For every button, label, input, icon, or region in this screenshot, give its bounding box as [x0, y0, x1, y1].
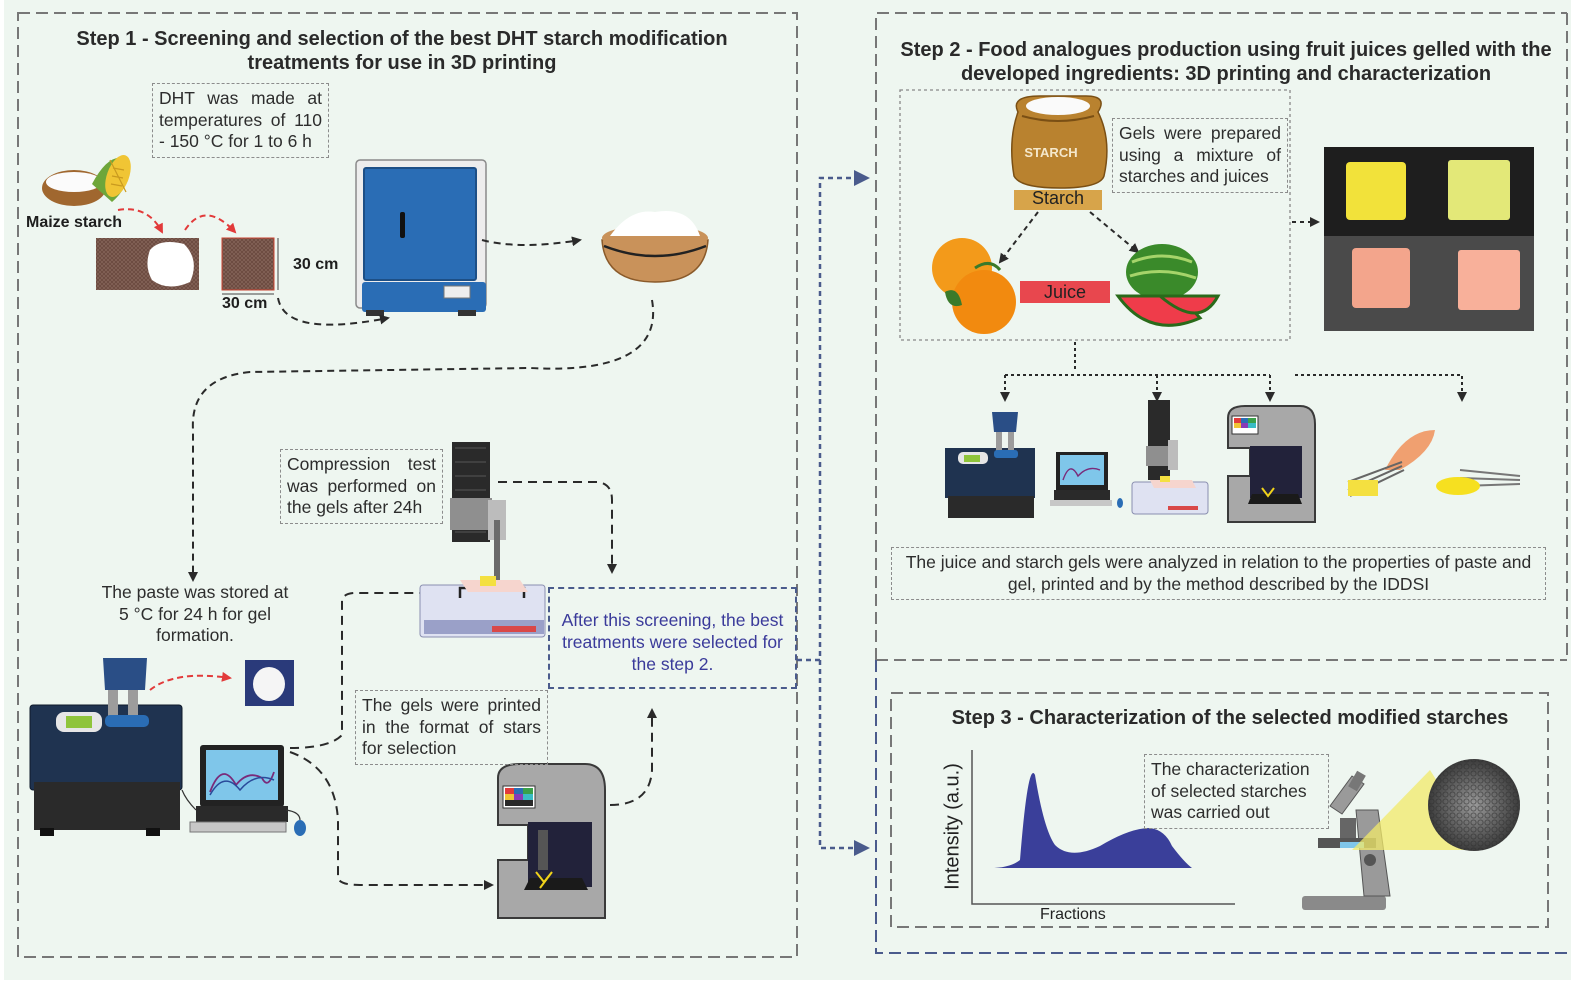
maize-starch-label: Maize starch: [26, 214, 123, 231]
starch-label: Starch: [1031, 188, 1085, 208]
starch-bowl-icon: [601, 211, 709, 283]
step3-frame: [890, 692, 1549, 928]
chart-ylabel: Intensity (a.u.): [941, 763, 964, 890]
step2-frame: [875, 12, 1568, 661]
texture-analyzer-icon: [419, 442, 546, 638]
analysis-note: The juice and starch gels were analyzed …: [891, 547, 1546, 600]
chart-area: [990, 773, 1192, 868]
printed-note: The gels were printed in the format of s…: [355, 690, 548, 765]
characterization-note: The characterization of selected starche…: [1144, 754, 1329, 829]
gel-cylinder-sample: [245, 660, 294, 706]
step2-3-outer-frame: [875, 660, 1567, 954]
dimension-height-label: 30 cm: [293, 256, 339, 273]
paste-note: The paste was stored at 5 °C for 24 h fo…: [101, 582, 289, 645]
step1-frame: [17, 12, 798, 958]
computer-small-icon: [1050, 452, 1123, 508]
gels-note: Gels were prepared using a mixture of st…: [1112, 118, 1288, 193]
texture-analyzer-small-icon: [1131, 400, 1209, 515]
fork-spoon-icon: [1347, 430, 1521, 497]
rheometer-icon: [29, 658, 183, 836]
gel-cubes-photo: [1324, 147, 1534, 331]
rheometer-small-icon: [945, 412, 1035, 518]
orange-icon: [932, 238, 1016, 334]
starch-bag-text: STARCH: [1024, 145, 1077, 160]
3d-printer-icon: [497, 763, 606, 919]
chart-xlabel: Fractions: [1040, 906, 1106, 923]
maize-icon: [42, 154, 131, 206]
step2-title: Step 2 - Food analogues production using…: [900, 39, 1552, 85]
3d-printer-small-icon: [1227, 405, 1316, 523]
step1-title: Step 1 - Screening and selection of the …: [76, 28, 728, 74]
step3-title: Step 3 - Characterization of the selecte…: [951, 707, 1509, 729]
watermelon-icon: [1115, 244, 1221, 327]
oven-icon: [355, 159, 487, 316]
step2-juice-panel: [899, 89, 1291, 341]
juice-label: Juice: [1043, 282, 1087, 302]
computer-icon: [181, 745, 306, 836]
starch-mesh-tray: [96, 237, 275, 291]
dimension-width-label: 30 cm: [222, 295, 268, 312]
selection-note: After this screening, the best treatment…: [548, 587, 797, 689]
compression-note: Compression test was performed on the ge…: [280, 449, 443, 524]
juice-label-bar: [1020, 281, 1110, 303]
chart-axes: [971, 750, 1235, 905]
microscope-icon: [1302, 770, 1391, 910]
starch-bag-icon: [1011, 95, 1108, 210]
dht-note: DHT was made at temperatures of 110 - 15…: [152, 83, 329, 158]
